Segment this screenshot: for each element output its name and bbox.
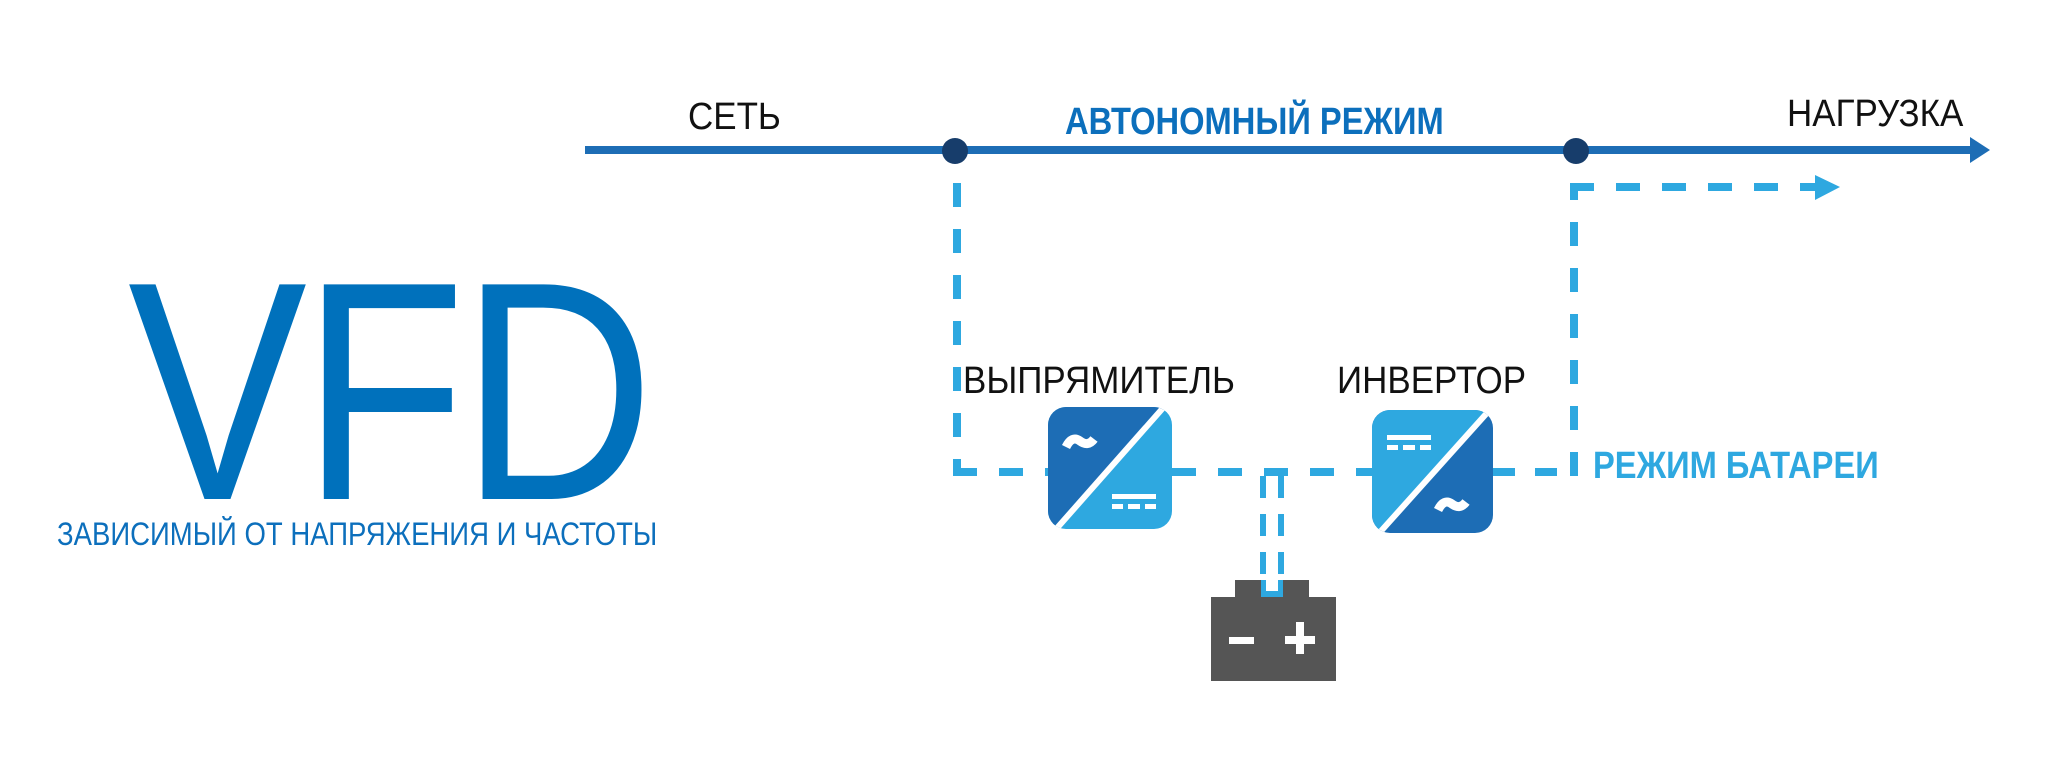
rectifier-icon <box>1048 407 1172 529</box>
main-line <box>585 146 1973 154</box>
dc-line-icon <box>1112 494 1156 499</box>
right-junction-dot <box>1563 138 1589 164</box>
vfd-title: VFD <box>128 218 654 566</box>
battery-negative-icon <box>1229 637 1254 644</box>
vfd-subtitle: ЗАВИСИМЫЙ ОТ НАПРЯЖЕНИЯ И ЧАСТОТЫ <box>57 516 658 552</box>
label-rectifier: ВЫПРЯМИТЕЛЬ <box>963 360 1236 402</box>
label-grid: СЕТЬ <box>688 96 781 138</box>
label-load: НАГРУЗКА <box>1787 93 1964 135</box>
main-arrow-head <box>1970 137 1990 163</box>
main-power-line <box>585 137 1990 163</box>
ac-wave-icon <box>1433 497 1470 513</box>
dashed-arrow-head <box>1815 175 1840 200</box>
left-junction-dot <box>942 138 968 164</box>
ac-wave-icon <box>1061 434 1098 450</box>
label-online-mode: АВТОНОМНЫЙ РЕЖИМ <box>1065 101 1444 143</box>
label-inverter: ИНВЕРТОР <box>1337 360 1527 402</box>
dc-line-icon <box>1387 435 1431 440</box>
inverter-icon <box>1372 410 1493 533</box>
label-battery-mode: РЕЖИМ БАТАРЕИ <box>1593 445 1879 487</box>
battery-icon <box>1211 580 1336 681</box>
battery-mode-path <box>953 183 1815 580</box>
